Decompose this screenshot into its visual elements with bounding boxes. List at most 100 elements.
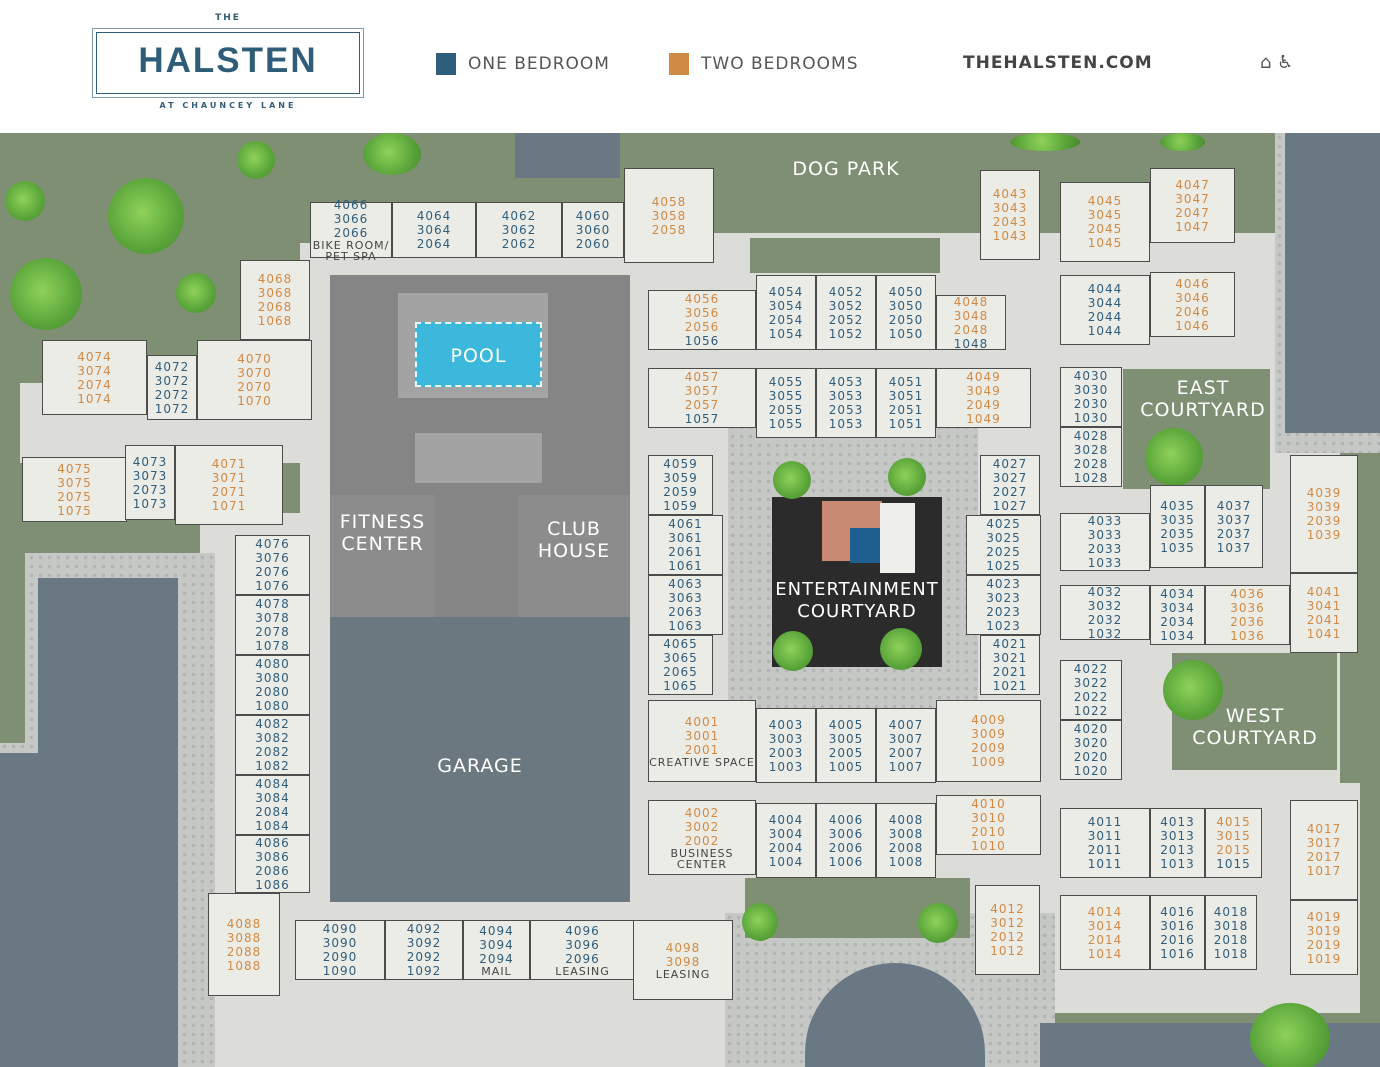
unit-1027[interactable]: 1027: [992, 499, 1028, 513]
unit-2075[interactable]: 2075: [57, 489, 92, 504]
unit-1007[interactable]: 1007: [888, 759, 924, 774]
unit-1052[interactable]: 1052: [828, 326, 864, 341]
unit-2088[interactable]: 2088: [226, 944, 262, 959]
unit-2046[interactable]: 2046: [1175, 304, 1210, 319]
unit-1005[interactable]: 1005: [828, 759, 864, 774]
unit-4092[interactable]: 4092: [406, 922, 442, 936]
unit-2086[interactable]: 2086: [255, 864, 290, 878]
unit-1049[interactable]: 1049: [966, 412, 1001, 426]
unit-2013[interactable]: 2013: [1160, 843, 1195, 857]
unit-3076[interactable]: 3076: [255, 551, 290, 565]
unit-3096[interactable]: 3096: [565, 937, 600, 952]
unit-3006[interactable]: 3006: [828, 826, 864, 841]
unit-4052[interactable]: 4052: [828, 284, 864, 299]
unit-4065[interactable]: 4065: [663, 637, 698, 651]
unit-1015[interactable]: 1015: [1216, 857, 1251, 871]
unit-4066[interactable]: 4066: [333, 198, 369, 212]
unit-2018[interactable]: 2018: [1213, 932, 1249, 947]
unit-4075[interactable]: 4075: [57, 461, 92, 476]
unit-1048[interactable]: 1048: [953, 336, 989, 351]
unit-3061[interactable]: 3061: [668, 531, 703, 545]
unit-2008[interactable]: 2008: [888, 840, 924, 855]
unit-2057[interactable]: 2057: [684, 398, 720, 412]
unit-4088[interactable]: 4088: [226, 916, 262, 931]
unit-3063[interactable]: 3063: [668, 591, 703, 605]
unit-1010[interactable]: 1010: [971, 839, 1006, 853]
unit-3036[interactable]: 3036: [1230, 601, 1265, 615]
unit-1014[interactable]: 1014: [1087, 946, 1123, 961]
unit-2082[interactable]: 2082: [255, 745, 290, 759]
unit-2053[interactable]: 2053: [828, 403, 864, 417]
unit-3062[interactable]: 3062: [501, 223, 537, 237]
unit-4027[interactable]: 4027: [992, 457, 1028, 471]
unit-1084[interactable]: 1084: [255, 819, 290, 833]
unit-1078[interactable]: 1078: [255, 639, 290, 653]
unit-4053[interactable]: 4053: [828, 375, 864, 389]
unit-1070[interactable]: 1070: [237, 394, 272, 408]
unit-4078[interactable]: 4078: [255, 597, 290, 611]
unit-3070[interactable]: 3070: [237, 366, 272, 380]
unit-3012[interactable]: 3012: [990, 916, 1025, 930]
unit-1082[interactable]: 1082: [255, 759, 290, 773]
unit-4071[interactable]: 4071: [211, 457, 247, 471]
unit-1037[interactable]: 1037: [1216, 540, 1252, 555]
unit-3075[interactable]: 3075: [57, 475, 92, 490]
unit-4022[interactable]: 4022: [1073, 662, 1109, 676]
unit-3005[interactable]: 3005: [828, 731, 864, 746]
unit-1075[interactable]: 1075: [57, 503, 92, 518]
unit-3014[interactable]: 3014: [1087, 918, 1123, 933]
unit-2020[interactable]: 2020: [1073, 750, 1109, 764]
unit-1036[interactable]: 1036: [1230, 629, 1265, 643]
unit-4020[interactable]: 4020: [1073, 722, 1109, 736]
unit-3034[interactable]: 3034: [1160, 601, 1195, 615]
unit-2021[interactable]: 2021: [992, 665, 1028, 679]
unit-2052[interactable]: 2052: [828, 312, 864, 327]
unit-4019[interactable]: 4019: [1306, 909, 1342, 924]
unit-3082[interactable]: 3082: [255, 731, 290, 745]
unit-2012[interactable]: 2012: [990, 930, 1025, 944]
unit-2056[interactable]: 2056: [684, 320, 720, 334]
unit-1047[interactable]: 1047: [1175, 219, 1210, 234]
unit-2016[interactable]: 2016: [1160, 932, 1195, 947]
unit-4014[interactable]: 4014: [1087, 904, 1123, 919]
unit-3065[interactable]: 3065: [663, 651, 698, 665]
unit-4056[interactable]: 4056: [684, 292, 720, 306]
unit-2032[interactable]: 2032: [1087, 612, 1123, 627]
unit-3064[interactable]: 3064: [416, 223, 452, 237]
unit-3056[interactable]: 3056: [684, 306, 720, 320]
unit-1009[interactable]: 1009: [971, 755, 1006, 769]
unit-1061[interactable]: 1061: [668, 559, 703, 573]
unit-2010[interactable]: 2010: [971, 825, 1006, 839]
unit-3035[interactable]: 3035: [1160, 512, 1195, 527]
unit-1033[interactable]: 1033: [1087, 556, 1123, 570]
unit-3020[interactable]: 3020: [1073, 736, 1109, 750]
unit-2009[interactable]: 2009: [971, 741, 1006, 755]
unit-4090[interactable]: 4090: [322, 922, 358, 936]
unit-4047[interactable]: 4047: [1175, 177, 1210, 192]
